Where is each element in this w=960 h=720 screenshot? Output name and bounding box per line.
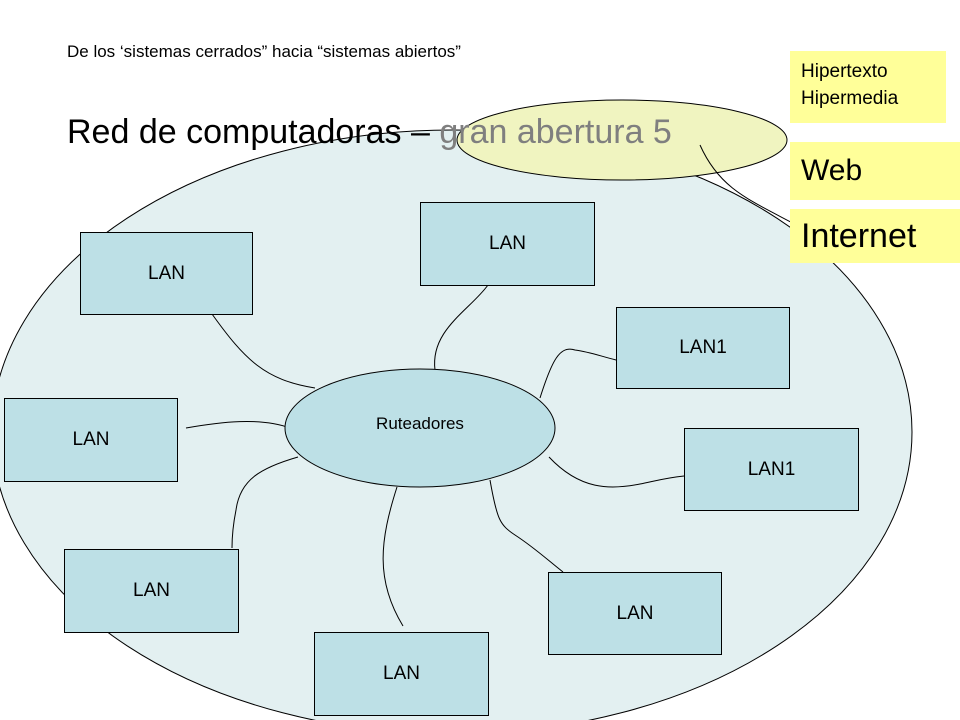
connector-lan-left <box>185 421 291 429</box>
connector-lan-top <box>434 284 489 371</box>
connector-lan-lower-right <box>489 479 564 573</box>
hypertext-tag: Hipertexto Hipermedia <box>790 51 946 123</box>
lan1-box-right: LAN1 <box>684 428 859 511</box>
connector-lan-lower-left <box>231 456 299 549</box>
lan-box-lower-right: LAN <box>548 572 722 655</box>
connector-lan-upper-left <box>211 313 316 389</box>
subtitle: De los ‘sistemas cerrados” hacia “sistem… <box>67 42 461 61</box>
lan-box-top: LAN <box>420 202 595 286</box>
lan1-box-right-upper: LAN1 <box>616 307 790 389</box>
hypermedia-label: Hipermedia <box>801 88 899 109</box>
router-ellipse <box>284 368 556 488</box>
connector-title-to-internet <box>699 144 803 229</box>
connector-lan1-right <box>548 456 685 488</box>
title-main: Red de computadoras – <box>67 113 440 151</box>
hypertext-label: Hipertexto <box>801 61 888 82</box>
lan-box-left: LAN <box>4 398 178 482</box>
router-label: Ruteadores <box>376 414 464 433</box>
title-highlighted: gran abertura 5 <box>439 113 672 151</box>
lan-box-upper-left: LAN <box>80 232 253 315</box>
lan-box-bottom: LAN <box>314 632 489 716</box>
page-title: Red de computadoras – gran abertura 5 <box>67 108 672 156</box>
web-tag: Web <box>790 142 960 200</box>
lan-box-lower-left: LAN <box>64 549 239 633</box>
connector-lan1-right-upper <box>539 348 617 399</box>
internet-tag: Internet <box>790 209 960 263</box>
highlight-ellipse <box>456 99 788 181</box>
connector-lan-bottom <box>382 486 404 627</box>
